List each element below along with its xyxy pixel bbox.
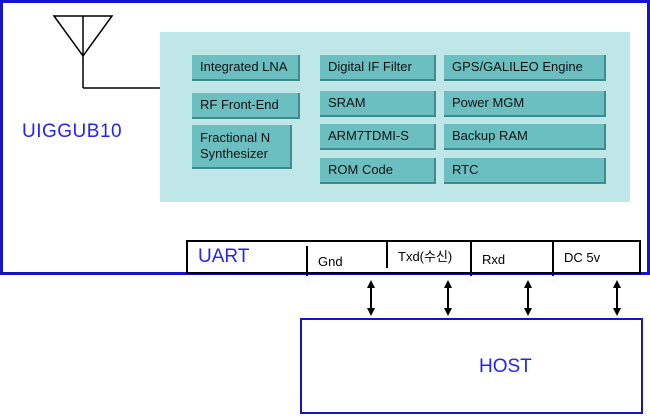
pin-gnd: Gnd [306,246,386,276]
block-sram: SRAM [320,91,436,117]
host-box [300,318,643,414]
host-label: HOST [479,356,532,377]
module-label: UIGGUB10 [22,121,123,142]
pin-rxd: Rxd [470,240,554,276]
uart-connector: UART Gnd Txd(수신) Rxd DC 5v [186,240,641,276]
block-integrated-lna: Integrated LNA [192,55,300,81]
block-fractional-n-synthesizer: Fractional N Synthesizer [192,125,292,169]
chip-panel: Integrated LNA RF Front-End Fractional N… [160,32,630,202]
pin-txd: Txd(수신) [386,242,470,268]
block-rom-code: ROM Code [320,158,436,184]
uart-label: UART [198,246,250,267]
block-gps-galileo-engine: GPS/GALILEO Engine [444,55,606,81]
block-rf-front-end: RF Front-End [192,93,300,119]
block-arm7tdmi-s: ARM7TDMI-S [320,124,436,150]
pin-dc-5v: DC 5v [564,249,601,265]
block-digital-if-filter: Digital IF Filter [320,55,436,81]
block-rtc: RTC [444,158,606,184]
antenna-icon [52,15,160,89]
block-backup-ram: Backup RAM [444,124,606,150]
block-power-mgm: Power MGM [444,91,606,117]
